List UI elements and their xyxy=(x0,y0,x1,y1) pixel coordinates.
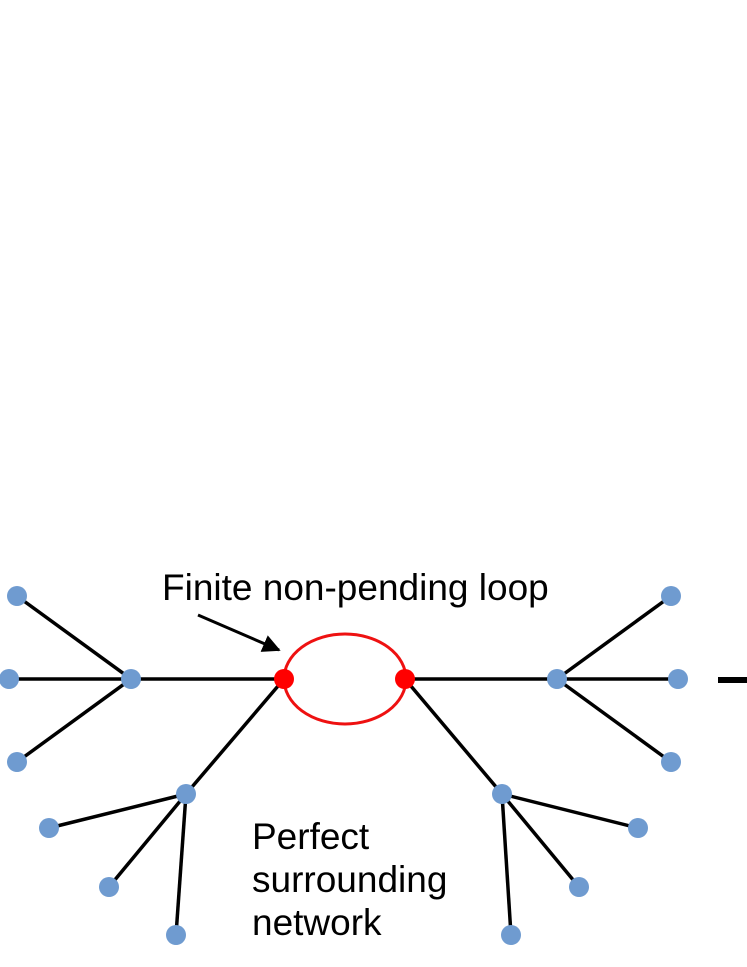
network-label-line-2: surrounding xyxy=(252,859,448,900)
node-left-top-leaf xyxy=(7,586,27,606)
edge-left-hub-bottom-leaf xyxy=(15,677,133,764)
network-label-line-3: network xyxy=(252,902,382,943)
edge-lower-left-hub-leaf-2 xyxy=(107,792,188,889)
edge-lower-right-hub-leaf-1 xyxy=(501,792,639,830)
node-lower-left-leaf-2 xyxy=(99,877,119,897)
node-right-bottom-leaf xyxy=(661,752,681,772)
loop-node-left xyxy=(274,669,294,689)
node-lower-right-leaf-3 xyxy=(501,925,521,945)
node-right-top-leaf xyxy=(661,586,681,606)
edge-lower-right-hub-leaf-2 xyxy=(500,792,581,889)
loop-pointer-arrow xyxy=(197,613,281,652)
network-label-line-1: Perfect xyxy=(252,816,370,857)
network-label: Perfect surrounding network xyxy=(252,815,447,944)
edge-right-hub-top-leaf xyxy=(555,594,673,681)
loop-nodes xyxy=(274,669,415,689)
edge-loop-to-lower-right-hub xyxy=(403,677,504,796)
network-nodes xyxy=(0,586,688,945)
loop-label: Finite non-pending loop xyxy=(162,567,549,608)
node-right-hub xyxy=(547,669,567,689)
network-edges xyxy=(9,594,678,936)
node-left-hub xyxy=(121,669,141,689)
node-lower-right-leaf-2 xyxy=(569,877,589,897)
node-lower-left-hub xyxy=(176,784,196,804)
node-lower-right-hub xyxy=(492,784,512,804)
node-left-bottom-leaf xyxy=(7,752,27,772)
edge-lower-left-hub-leaf-1 xyxy=(48,792,187,830)
edge-lower-right-hub-leaf-3 xyxy=(500,793,513,936)
node-lower-right-leaf-1 xyxy=(628,818,648,838)
node-lower-left-leaf-3 xyxy=(166,925,186,945)
node-right-mid-leaf xyxy=(668,669,688,689)
node-left-mid-leaf xyxy=(0,669,19,689)
node-lower-left-leaf-1 xyxy=(39,818,59,838)
finite-loop xyxy=(282,632,408,726)
edge-loop-to-lower-left-hub xyxy=(184,677,286,796)
edge-lower-left-hub-leaf-3 xyxy=(174,793,188,936)
loop-node-right xyxy=(395,669,415,689)
edge-left-hub-top-leaf xyxy=(15,594,133,681)
edge-right-hub-bottom-leaf xyxy=(555,677,673,764)
